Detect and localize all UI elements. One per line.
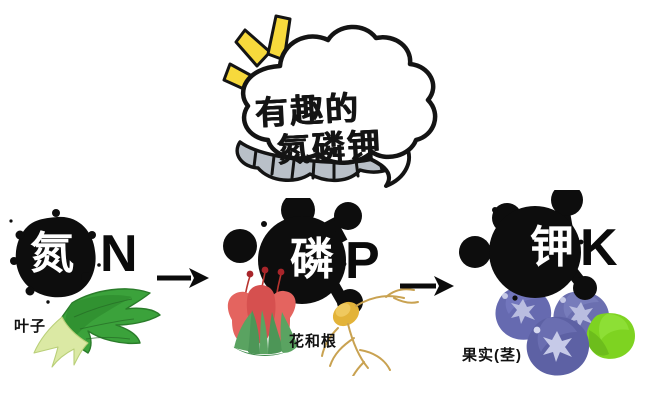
red-flower-illustration — [227, 266, 298, 356]
nitrogen-symbol: N — [100, 225, 138, 283]
ink-circle-badge — [9, 209, 101, 304]
potassium-chinese-char: 钾 — [530, 223, 574, 272]
potassium-caption: 果实(茎) — [462, 347, 522, 364]
blueberries-illustration — [495, 287, 635, 376]
phosphorus-caption: 花和根 — [289, 333, 338, 350]
element-group-nitrogen[interactable] — [0, 205, 185, 370]
title-cloud — [210, 4, 450, 194]
molecule-badge — [459, 184, 597, 301]
phosphorus-chinese-char: 磷 — [290, 235, 334, 284]
element-group-potassium[interactable] — [455, 184, 650, 376]
nitrogen-chinese-char: 氮 — [30, 229, 74, 278]
phosphorus-symbol: P — [345, 232, 380, 290]
spinach-leaves-illustration — [33, 288, 161, 368]
title-line-2: 氮磷钾 — [276, 126, 384, 169]
element-group-phosphorus[interactable] — [218, 193, 433, 379]
nitrogen-caption: 叶子 — [14, 318, 47, 335]
sprouting-root-illustration — [321, 288, 419, 379]
arrow-n-to-p — [155, 262, 211, 299]
potassium-symbol: K — [580, 219, 618, 277]
arrow-p-to-k — [398, 270, 456, 307]
